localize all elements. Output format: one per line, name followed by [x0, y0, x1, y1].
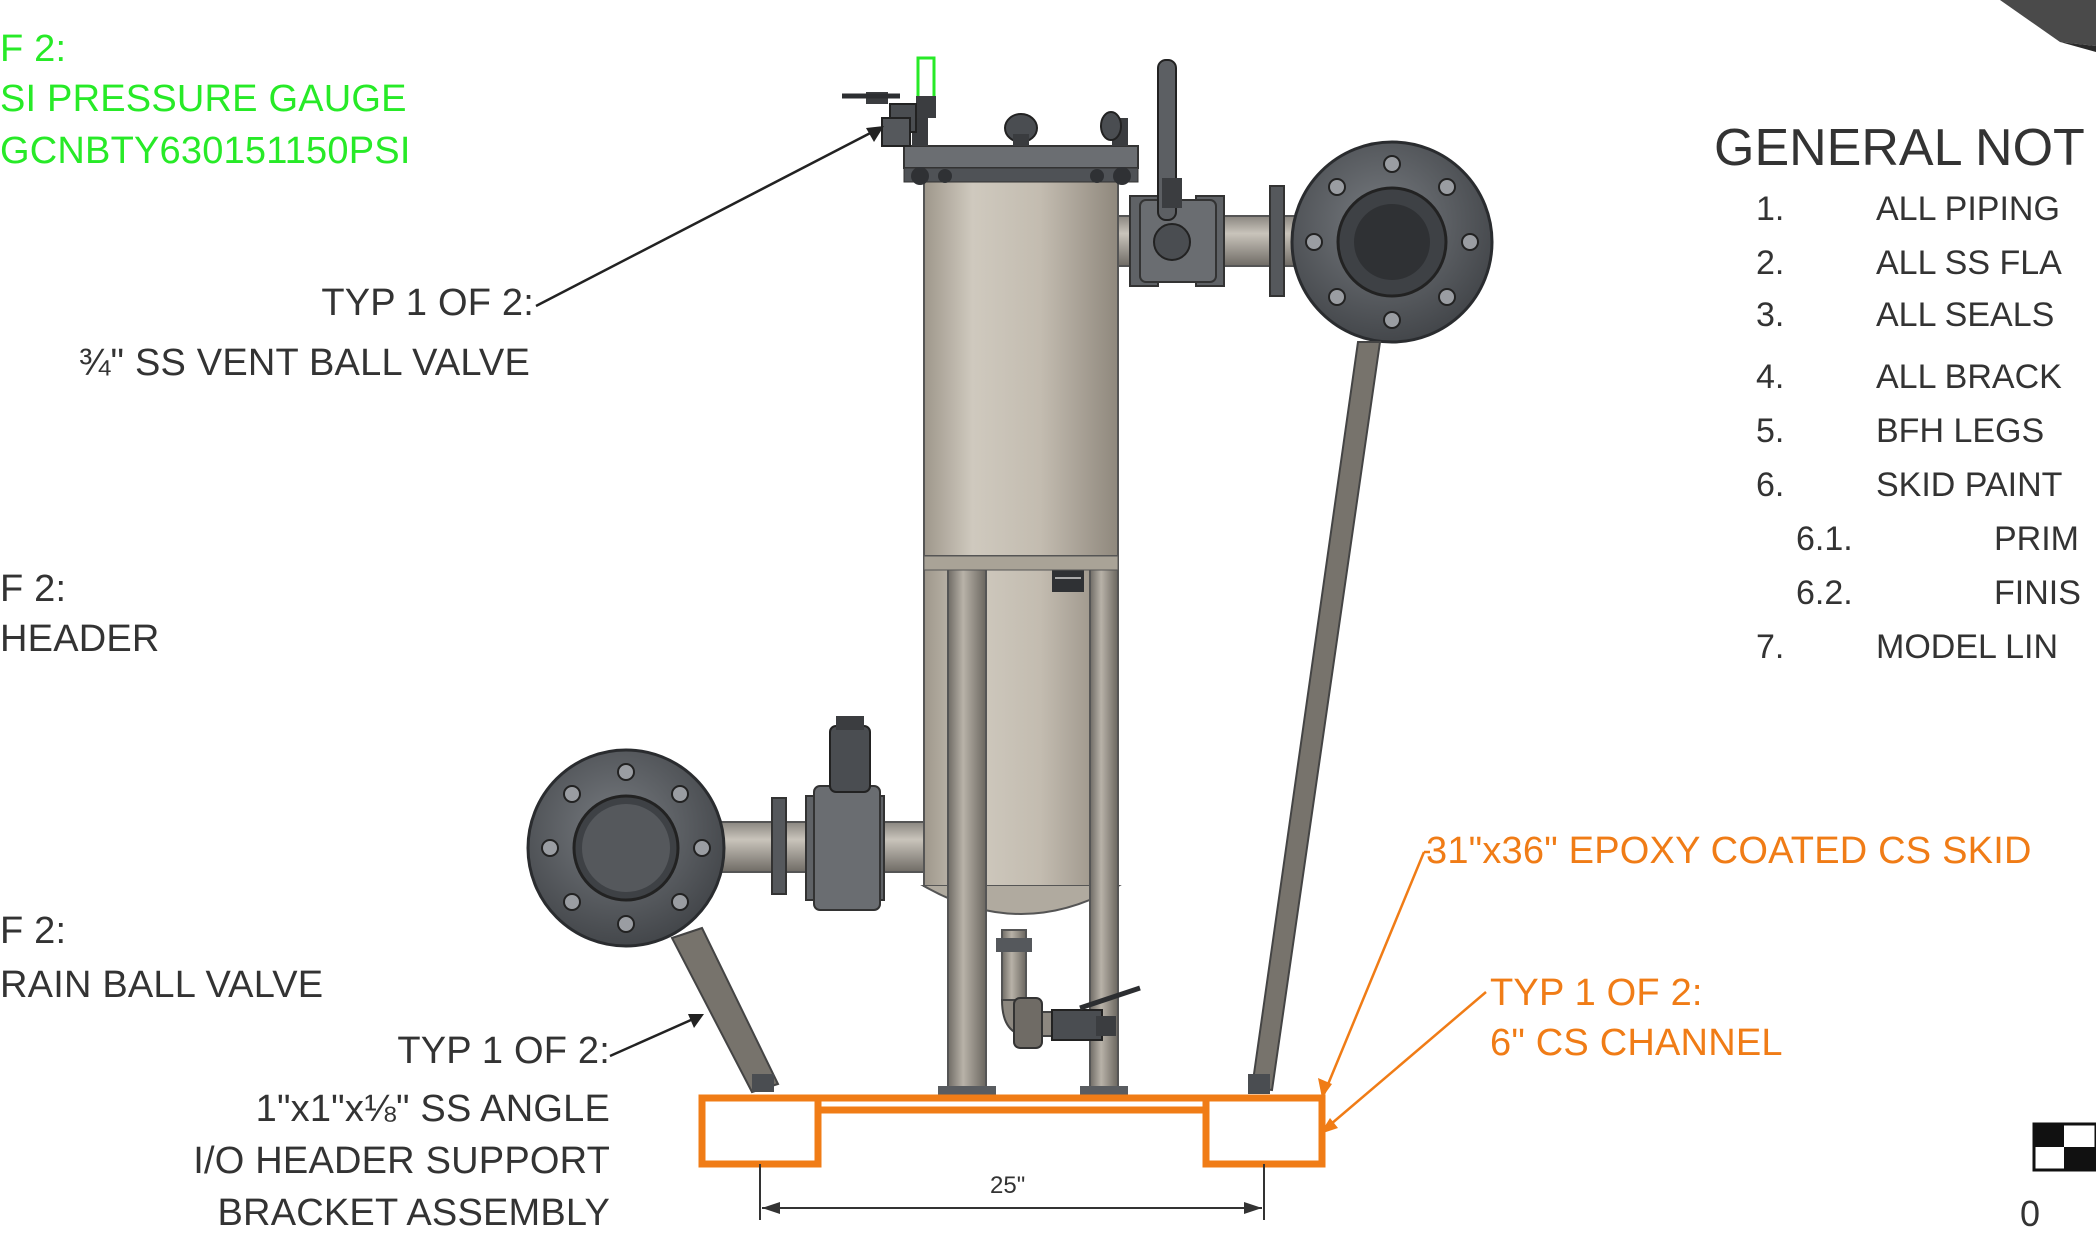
outlet-flange — [1290, 140, 1494, 344]
inlet-support-bracket — [670, 926, 780, 1094]
note-num: 6. — [1756, 466, 1785, 504]
note-text: ALL PIPING — [1876, 190, 2060, 228]
angle-callout-line1: TYP 1 OF 2: — [397, 1030, 610, 1072]
scale-bar-zero-label: 0 — [2020, 1193, 2041, 1234]
angle-callout-line2: 1"x1"x⅛" SS ANGLE — [255, 1088, 610, 1130]
note-text: ALL SS FLA — [1876, 244, 2062, 282]
vent-callout-line2: ¾" SS VENT BALL VALVE — [78, 342, 530, 384]
view-cube-corner — [2000, 0, 2096, 52]
leader-vent-valve — [535, 126, 884, 308]
vessel-legs — [923, 555, 1128, 1098]
leader-channel — [1320, 991, 1487, 1134]
leader-skid — [1318, 850, 1430, 1098]
drain-piping — [996, 929, 1141, 1049]
inlet-flange — [526, 748, 726, 948]
inlet-pipe — [695, 716, 925, 911]
note-text: ALL SEALS — [1876, 296, 2055, 334]
note-text: SKID PAINT — [1876, 466, 2063, 504]
note-num: 4. — [1756, 358, 1785, 396]
gauge-callout-line3: GCNBTY630151150PSI — [0, 130, 411, 172]
skid-callout: 31"x36" EPOXY COATED CS SKID — [1426, 830, 2032, 872]
drain-callout-line1: F 2: — [0, 910, 67, 952]
note-num: 6.2. — [1796, 574, 1853, 612]
skid-channels — [698, 1094, 1326, 1168]
leader-ss-angle — [609, 1014, 704, 1058]
dimension-label: 25" — [990, 1172, 1026, 1199]
drain-callout-line2: RAIN BALL VALVE — [0, 964, 324, 1006]
scale-bar — [2032, 1122, 2096, 1172]
note-num: 6.1. — [1796, 520, 1853, 558]
angle-callout-line3: I/O HEADER SUPPORT — [193, 1140, 610, 1182]
channel-callout-line1: TYP 1 OF 2: — [1490, 972, 1703, 1014]
header-callout-line1: F 2: — [0, 568, 67, 610]
note-text: MODEL LIN — [1876, 628, 2059, 666]
note-text: ALL BRACK — [1876, 358, 2062, 396]
angle-callout-line4: BRACKET ASSEMBLY — [217, 1192, 610, 1234]
note-num: 7. — [1756, 628, 1785, 666]
note-text: FINIS — [1994, 574, 2081, 612]
note-text: PRIM — [1994, 520, 2079, 558]
vent-callout-line1: TYP 1 OF 2: — [321, 282, 534, 324]
general-notes-title: GENERAL NOT — [1714, 119, 2085, 177]
channel-callout-line2: 6" CS CHANNEL — [1490, 1022, 1783, 1064]
outlet-support-strut — [1248, 341, 1382, 1094]
note-num: 5. — [1756, 412, 1785, 450]
note-num: 1. — [1756, 190, 1785, 228]
gauge-callout-line1: F 2: — [0, 28, 67, 70]
dimension-25 — [759, 1164, 1265, 1220]
vessel-upper — [923, 167, 1119, 557]
note-num: 2. — [1756, 244, 1785, 282]
outlet-pipe — [1117, 59, 1319, 297]
header-callout-line2: HEADER — [0, 618, 160, 660]
pressure-gauge-assembly — [842, 56, 936, 147]
note-text: BFH LEGS — [1876, 412, 2045, 450]
vessel-lid — [903, 145, 1139, 185]
lid-bolts — [912, 111, 1128, 146]
gauge-callout-line2: SI PRESSURE GAUGE — [0, 78, 407, 120]
note-num: 3. — [1756, 296, 1785, 334]
